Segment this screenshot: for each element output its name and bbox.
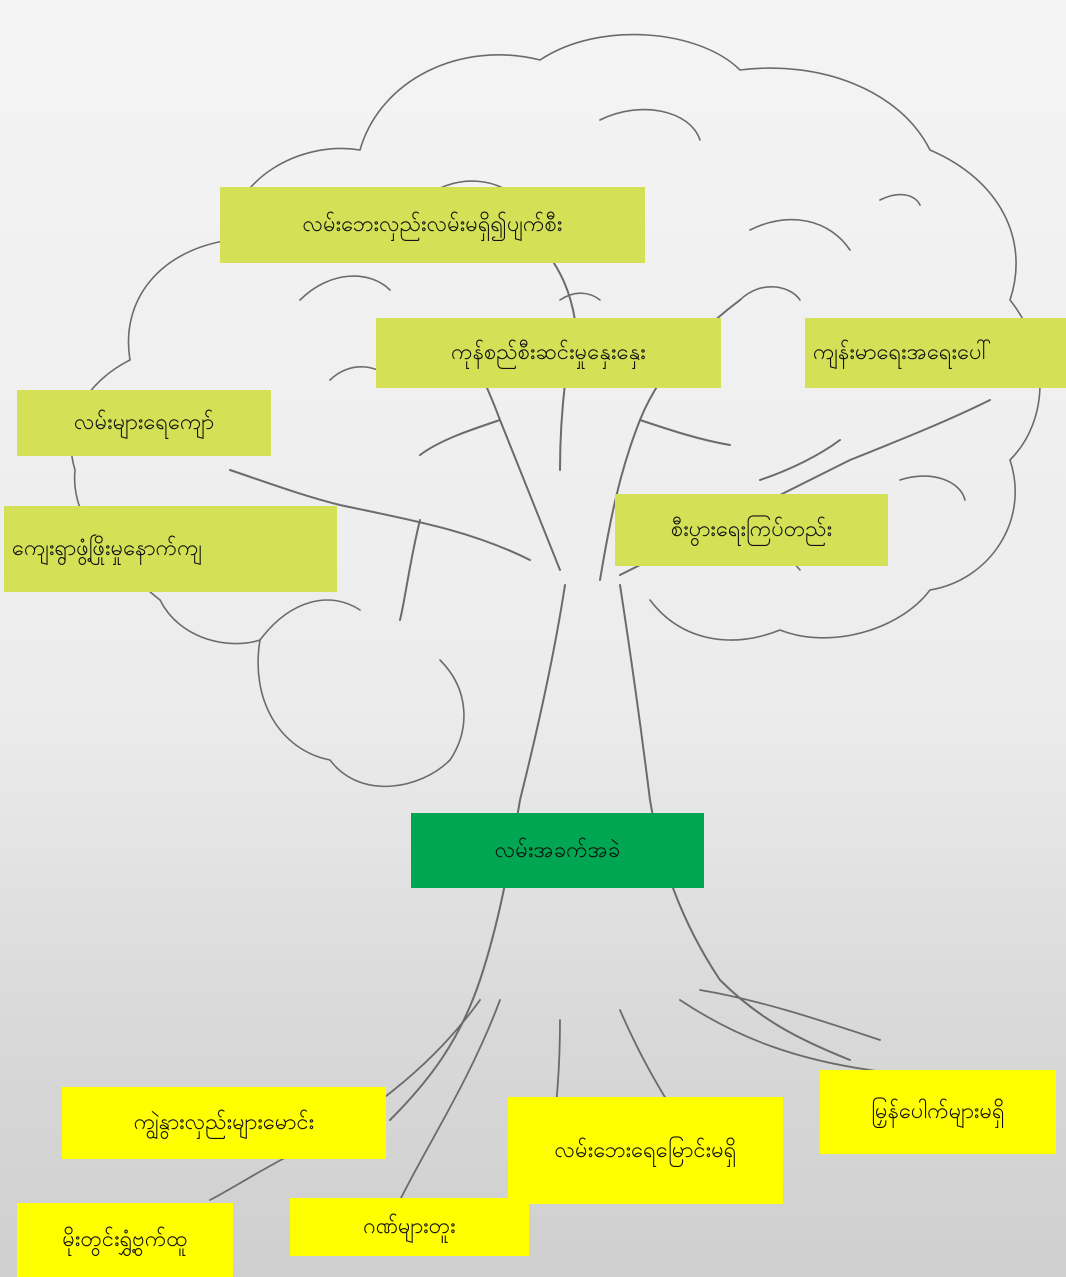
cause-label: ဂဏ်များတူး bbox=[363, 1214, 456, 1240]
cause-box: မြှန်ပေါက်များမရှိ bbox=[820, 1070, 1056, 1154]
core-problem-label: လမ်းအခက်အခဲ bbox=[494, 837, 621, 863]
branches bbox=[229, 249, 991, 621]
effect-label: စီးပွားရေးကြပ်တည်း bbox=[670, 517, 833, 543]
effect-label: ကုန်စည်စီးဆင်းမှုနှေးနှေး bbox=[451, 340, 646, 366]
effect-box: ကုန်စည်စီးဆင်းမှုနှေးနှေး bbox=[376, 318, 721, 388]
cause-label: ကျွဲနွားလှည်းများမောင်း bbox=[133, 1110, 315, 1136]
effect-label: ကျန်းမာရေးအရေးပေါ် bbox=[813, 340, 992, 366]
cause-label: လမ်းဘေးရေမြောင်းမရှိ bbox=[554, 1137, 737, 1163]
effect-box: လမ်းဘေးလှည်းလမ်းမရှိ၍ပျက်စီး bbox=[220, 187, 645, 263]
cause-box: မိုးတွင်းရွှံ့ဗွက်ထူ bbox=[17, 1203, 233, 1277]
cause-box: လမ်းဘေးရေမြောင်းမရှိ bbox=[508, 1097, 783, 1204]
effect-label: လမ်းများရေကျော် bbox=[73, 410, 215, 436]
cause-box: ဂဏ်များတူး bbox=[290, 1198, 529, 1256]
cause-label: မြှန်ပေါက်များမရှိ bbox=[871, 1099, 1005, 1125]
cause-label: မိုးတွင်းရွှံ့ဗွက်ထူ bbox=[62, 1227, 188, 1253]
effect-box: ကျေးရွာဖွံ့ဖြိုးမှုနောက်ကျ bbox=[4, 506, 337, 592]
effect-label: ကျေးရွာဖွံ့ဖြိုးမှုနောက်ကျ bbox=[12, 536, 203, 562]
effect-box: လမ်းများရေကျော် bbox=[17, 390, 271, 456]
cause-box: ကျွဲနွားလှည်းများမောင်း bbox=[62, 1087, 386, 1159]
core-problem-box: လမ်းအခက်အခဲ bbox=[411, 813, 704, 888]
effect-box: စီးပွားရေးကြပ်တည်း bbox=[615, 494, 888, 566]
effect-label: လမ်းဘေးလှည်းလမ်းမရှိ၍ပျက်စီး bbox=[302, 212, 563, 238]
effect-box: ကျန်းမာရေးအရေးပေါ် bbox=[805, 318, 1066, 388]
